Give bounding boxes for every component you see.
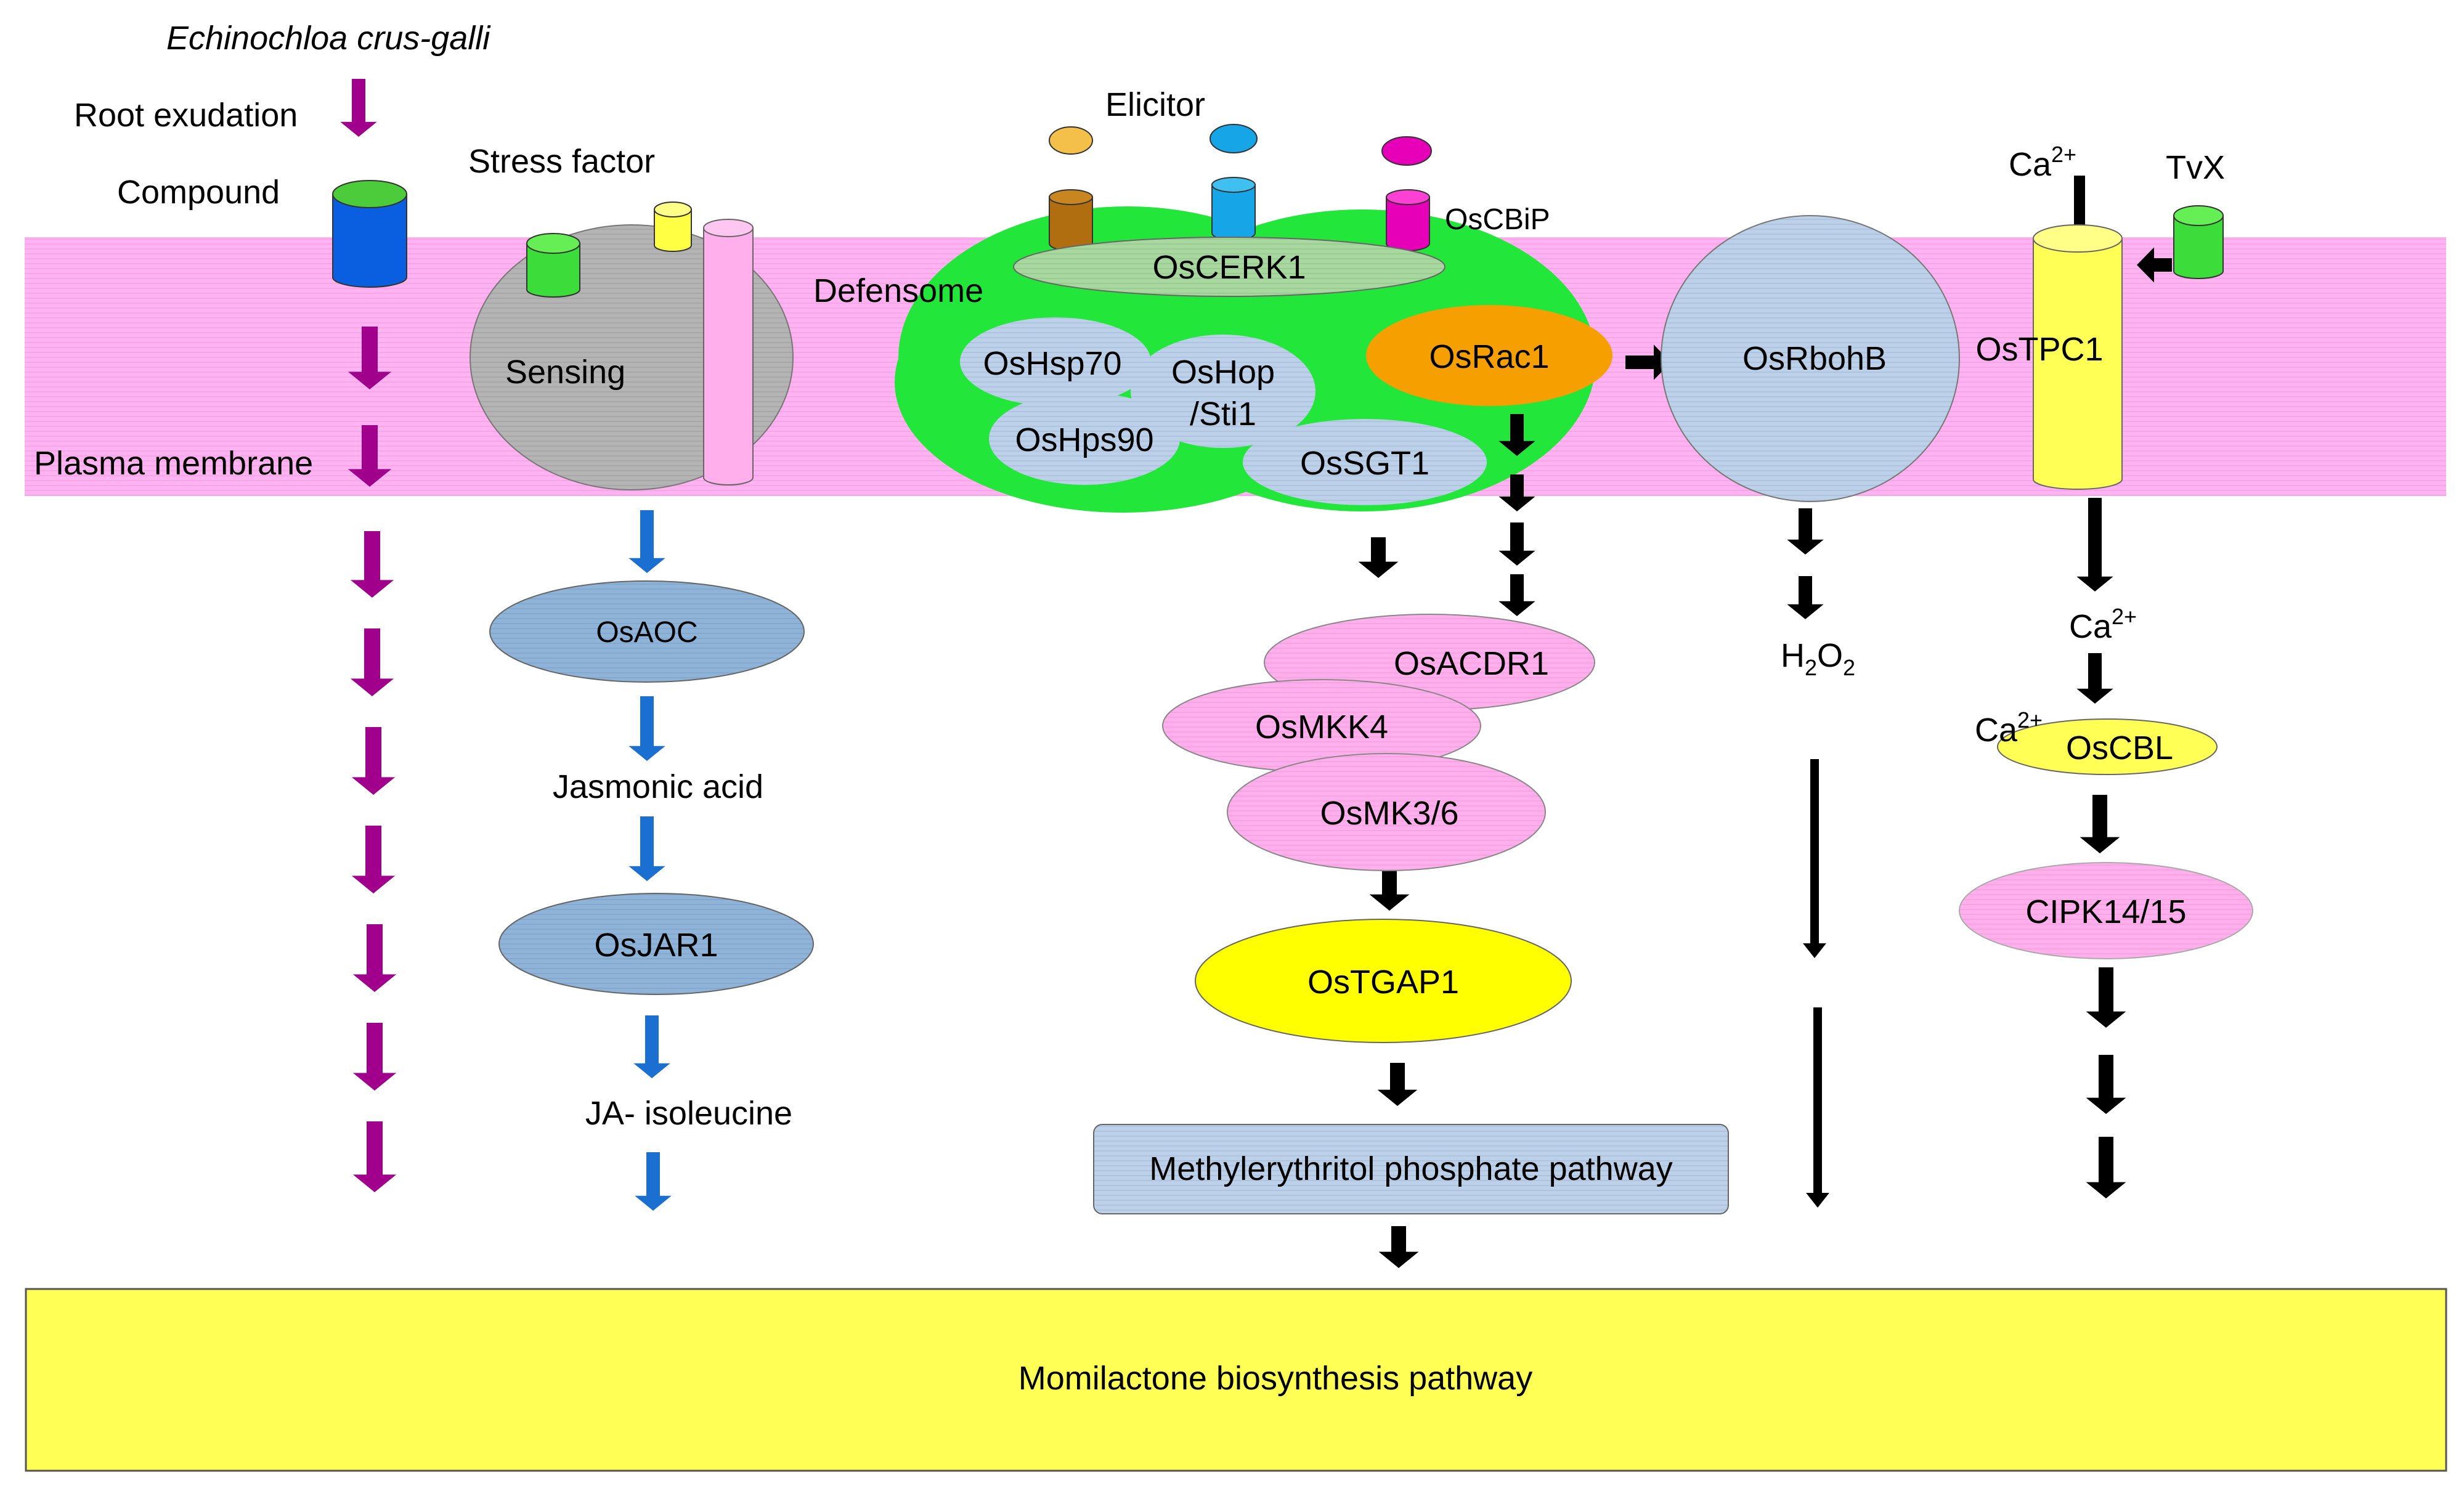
sti1-label: /Sti1 <box>1190 396 1256 433</box>
black-arrow <box>1498 414 1535 456</box>
tvx-label: TvX <box>2166 149 2225 186</box>
organism-label: Echinochloa crus-galli <box>166 20 491 57</box>
black-arrow-ca-influx <box>2064 176 2095 272</box>
momilactone-pathway-label: Momilactone biosynthesis pathway <box>1019 1360 1532 1397</box>
ossgt1-label: OsSGT1 <box>1300 445 1429 482</box>
ja-pathway-arrows <box>628 510 672 1211</box>
oscbl-label: OsCBL <box>2066 730 2173 766</box>
signaling-arrows <box>1358 176 2172 1268</box>
osaoc-node <box>489 580 805 683</box>
osrbohb-label: OsRbohB <box>1742 340 1887 377</box>
tvx-receptor <box>2173 205 2224 279</box>
blue-arrow <box>628 510 665 573</box>
oshps90-label: OsHps90 <box>1015 421 1153 458</box>
ca-left-label: Ca2+ <box>1975 707 2043 749</box>
osacdr1-label: OsACDR1 <box>1394 645 1549 682</box>
sensing-receptor <box>470 201 794 490</box>
black-arrow <box>2076 653 2113 704</box>
osrac1-label: OsRac1 <box>1429 338 1549 375</box>
elicitor-label: Elicitor <box>1105 86 1205 123</box>
root-exudation-arrows <box>340 79 397 1192</box>
magenta-arrow <box>351 727 396 795</box>
ossgt1-node <box>1243 419 1487 505</box>
oscerk1-label: OsCERK1 <box>1152 249 1306 286</box>
black-arrow <box>1369 868 1410 911</box>
osjar1-label: OsJAR1 <box>594 927 718 964</box>
blue-arrow <box>628 816 665 881</box>
blue-arrow <box>635 1152 672 1211</box>
black-arrow <box>2076 498 2113 591</box>
defensome-label: Defensome <box>813 272 983 309</box>
mep-pathway-box <box>1093 1124 1729 1214</box>
black-arrow-rac1-to-rbohb <box>1625 344 1671 380</box>
magenta-arrow <box>351 826 396 893</box>
magenta-arrow <box>352 924 397 992</box>
elicitor-receptor-blue <box>1210 124 1258 241</box>
root-exudation-label: Root exudation <box>74 97 298 134</box>
osmkk4-label: OsMKK4 <box>1255 709 1388 746</box>
elicitor-receptor-brown <box>1049 126 1093 251</box>
h2o2-label: H2O2 <box>1781 637 1855 680</box>
compound-receptor-cylinder <box>332 180 407 288</box>
osaoc-label: OsAOC <box>596 616 697 649</box>
black-arrow <box>2086 1137 2126 1198</box>
oshsp70-node <box>960 317 1151 406</box>
oshop-sti1-node <box>1131 335 1315 448</box>
magenta-arrow <box>340 79 377 137</box>
ostgap1-label: OsTGAP1 <box>1307 964 1459 1001</box>
stress-factor-label: Stress factor <box>468 143 655 180</box>
ostgap1-node <box>1195 919 1572 1043</box>
black-arrow <box>2080 795 2120 853</box>
ostpc1-channel <box>2033 224 2123 490</box>
magenta-arrow <box>352 1023 397 1091</box>
oscbip-label: OsCBiP <box>1445 203 1550 236</box>
blue-arrow <box>633 1015 670 1078</box>
magenta-arrow <box>350 628 394 696</box>
blue-arrow <box>628 696 665 761</box>
black-arrow <box>1787 508 1824 555</box>
black-arrow <box>1803 759 1826 958</box>
jasmonic-acid-label: Jasmonic acid <box>553 768 763 805</box>
black-arrow-tvx <box>2137 247 2172 283</box>
osmk36-node <box>1227 753 1546 871</box>
cipk1415-label: CIPK14/15 <box>2025 893 2186 930</box>
sensing-label: Sensing <box>505 354 625 391</box>
osrac1-node <box>1366 305 1612 406</box>
oscbip-receptor <box>1381 136 1432 251</box>
cipk1415-node <box>1959 862 2253 959</box>
magenta-arrow <box>350 531 394 598</box>
osmk36-label: OsMK3/6 <box>1320 795 1458 832</box>
black-arrow <box>2086 1055 2126 1114</box>
black-arrow <box>1498 474 1535 511</box>
black-arrow <box>1377 1063 1418 1106</box>
black-arrow <box>1787 576 1824 619</box>
momilactone-pathway-box <box>25 1288 2447 1472</box>
black-arrow <box>1378 1226 1419 1268</box>
oshps90-node <box>989 392 1180 485</box>
black-arrow <box>1498 574 1535 616</box>
osrbohb-node <box>1661 215 1960 502</box>
mep-pathway-label: Methylerythritol phosphate pathway <box>1149 1150 1672 1187</box>
oshop-label: OsHop <box>1171 354 1275 391</box>
ca-mid-label: Ca2+ <box>2069 604 2137 645</box>
ostpc1-label: OsTPC1 <box>1975 331 2103 368</box>
osjar1-node <box>498 893 814 995</box>
plasma-membrane-label: Plasma membrane <box>34 445 313 482</box>
ja-isoleucine-label: JA- isoleucine <box>585 1095 792 1132</box>
oscerk1-node <box>1013 237 1445 297</box>
black-arrow <box>1806 1007 1829 1208</box>
black-arrow <box>1358 537 1399 578</box>
magenta-arrow <box>348 327 392 389</box>
oshsp70-label: OsHsp70 <box>983 345 1121 382</box>
black-arrow <box>1498 522 1535 566</box>
magenta-arrow <box>352 1121 397 1192</box>
oscbl-node <box>1997 718 2218 775</box>
ca-top-label: Ca2+ <box>2009 142 2076 183</box>
compound-label: Compound <box>117 174 280 211</box>
black-arrow <box>2086 967 2126 1028</box>
magenta-arrow <box>348 425 392 487</box>
